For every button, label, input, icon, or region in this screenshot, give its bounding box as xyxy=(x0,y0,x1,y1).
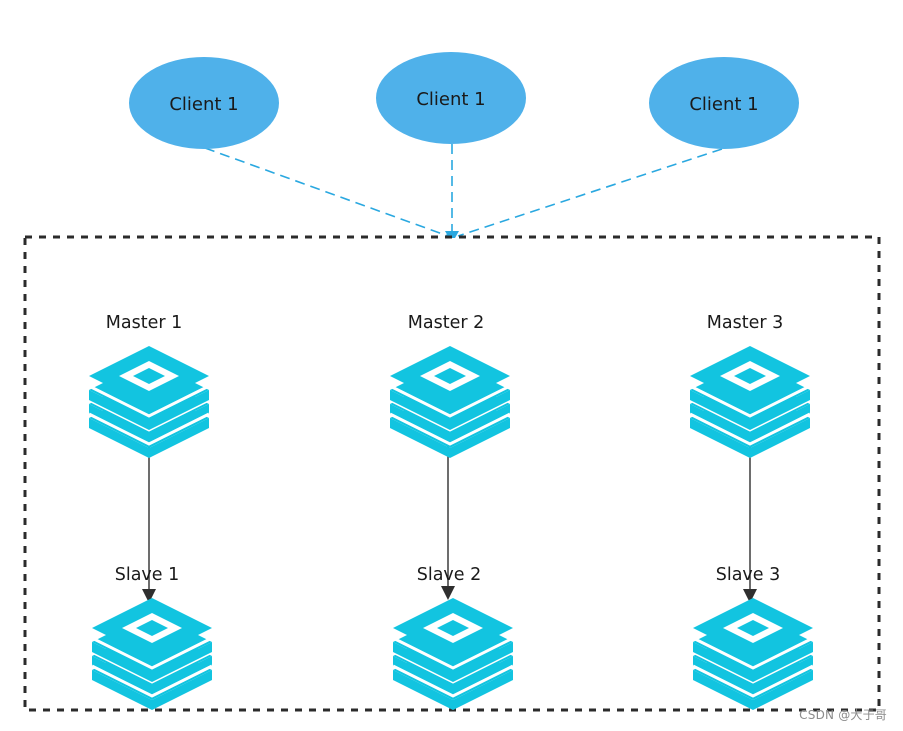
redis-cube-icon xyxy=(688,344,812,460)
slave-node-3[interactable]: Slave 3 xyxy=(691,565,815,712)
client-label: Client 1 xyxy=(689,94,758,115)
redis-cube-icon xyxy=(691,596,815,712)
client-link-3 xyxy=(457,148,723,237)
node-label: Slave 1 xyxy=(115,565,180,585)
node-label: Master 2 xyxy=(408,313,484,333)
redis-cube-icon xyxy=(391,596,515,712)
client-2[interactable]: Client 1 xyxy=(376,52,526,144)
client-link-1 xyxy=(204,147,449,237)
client-1[interactable]: Client 1 xyxy=(129,57,279,149)
replication-arrows xyxy=(142,437,757,603)
node-label: Master 1 xyxy=(106,313,182,333)
client-ellipse xyxy=(129,57,279,149)
master-node-2[interactable]: Master 2 xyxy=(388,313,512,460)
redis-cube-icon xyxy=(90,596,214,712)
slave-node-1[interactable]: Slave 1 xyxy=(90,565,214,712)
client-links xyxy=(204,144,723,238)
client-3[interactable]: Client 1 xyxy=(649,57,799,149)
redis-cube-icon xyxy=(87,344,211,460)
client-label: Client 1 xyxy=(169,94,238,115)
watermark: CSDN @大于哥 xyxy=(799,708,887,722)
client-ellipse xyxy=(376,52,526,144)
client-ellipse xyxy=(649,57,799,149)
redis-cube-icon xyxy=(388,344,512,460)
cluster-border xyxy=(23,235,881,712)
slave-node-2[interactable]: Slave 2 xyxy=(391,565,515,712)
master-node-1[interactable]: Master 1 xyxy=(87,313,211,460)
node-label: Slave 2 xyxy=(417,565,482,585)
client-label: Client 1 xyxy=(416,89,485,110)
node-label: Slave 3 xyxy=(716,565,781,585)
master-node-3[interactable]: Master 3 xyxy=(688,313,812,460)
node-label: Master 3 xyxy=(707,313,783,333)
